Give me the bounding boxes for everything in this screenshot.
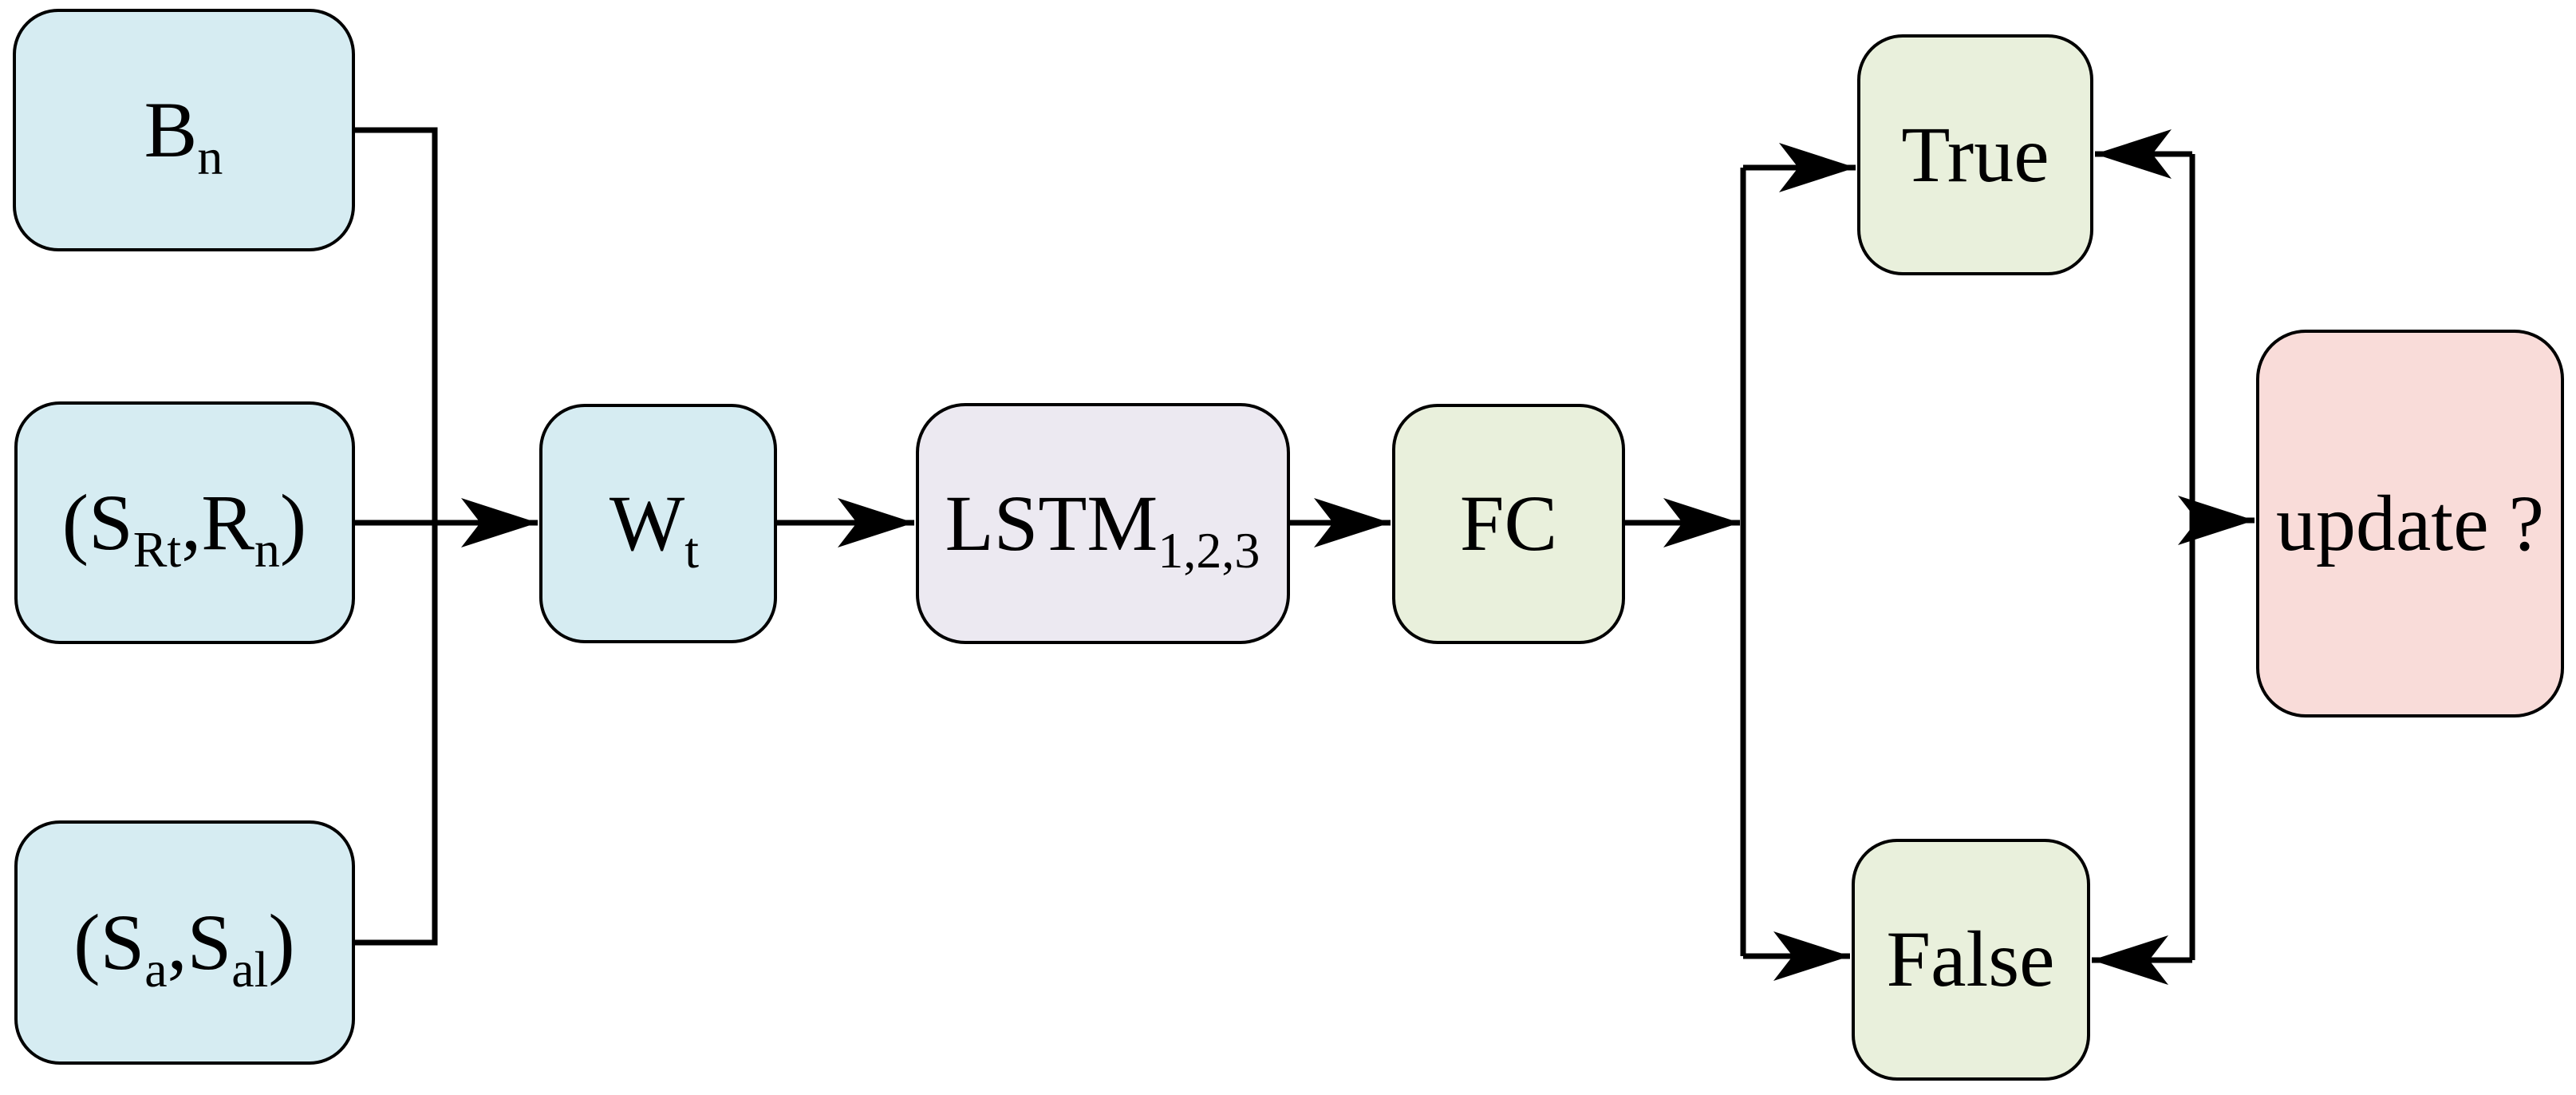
edge-inputs-collector: [353, 127, 438, 946]
node-lstm: LSTM1,2,3: [916, 403, 1290, 644]
node-true: True: [1857, 34, 2093, 275]
node-srt-rn-label: (SRt,Rn): [62, 478, 306, 578]
node-srt-rn: (SRt,Rn): [14, 401, 355, 644]
node-lstm-label: LSTM1,2,3: [945, 479, 1260, 579]
node-update: update ?: [2256, 330, 2564, 717]
node-wt: Wt: [539, 404, 777, 643]
node-sa-sal-label: (Sa,Sal): [73, 898, 294, 998]
node-false-box: [1852, 839, 2090, 1081]
node-sa-sal: (Sa,Sal): [14, 820, 355, 1065]
node-srt-rn-box: [14, 401, 355, 644]
node-fc-box: [1392, 404, 1625, 644]
node-bn-label: Bn: [144, 85, 223, 185]
node-true-box: [1857, 34, 2093, 275]
node-false: False: [1852, 839, 2090, 1081]
node-wt-label: Wt: [609, 479, 699, 579]
node-lstm-box: [916, 403, 1290, 644]
node-fc-label: FC: [1460, 479, 1557, 567]
node-false-label: False: [1886, 915, 2054, 1003]
node-true-label: True: [1901, 110, 2049, 199]
node-bn-box: [13, 9, 355, 251]
node-bn: Bn: [13, 9, 355, 251]
node-sa-sal-box: [14, 820, 355, 1065]
node-update-box: [2256, 330, 2564, 717]
node-fc: FC: [1392, 404, 1625, 644]
node-wt-box: [539, 404, 777, 643]
node-update-label: update ?: [2276, 479, 2544, 567]
